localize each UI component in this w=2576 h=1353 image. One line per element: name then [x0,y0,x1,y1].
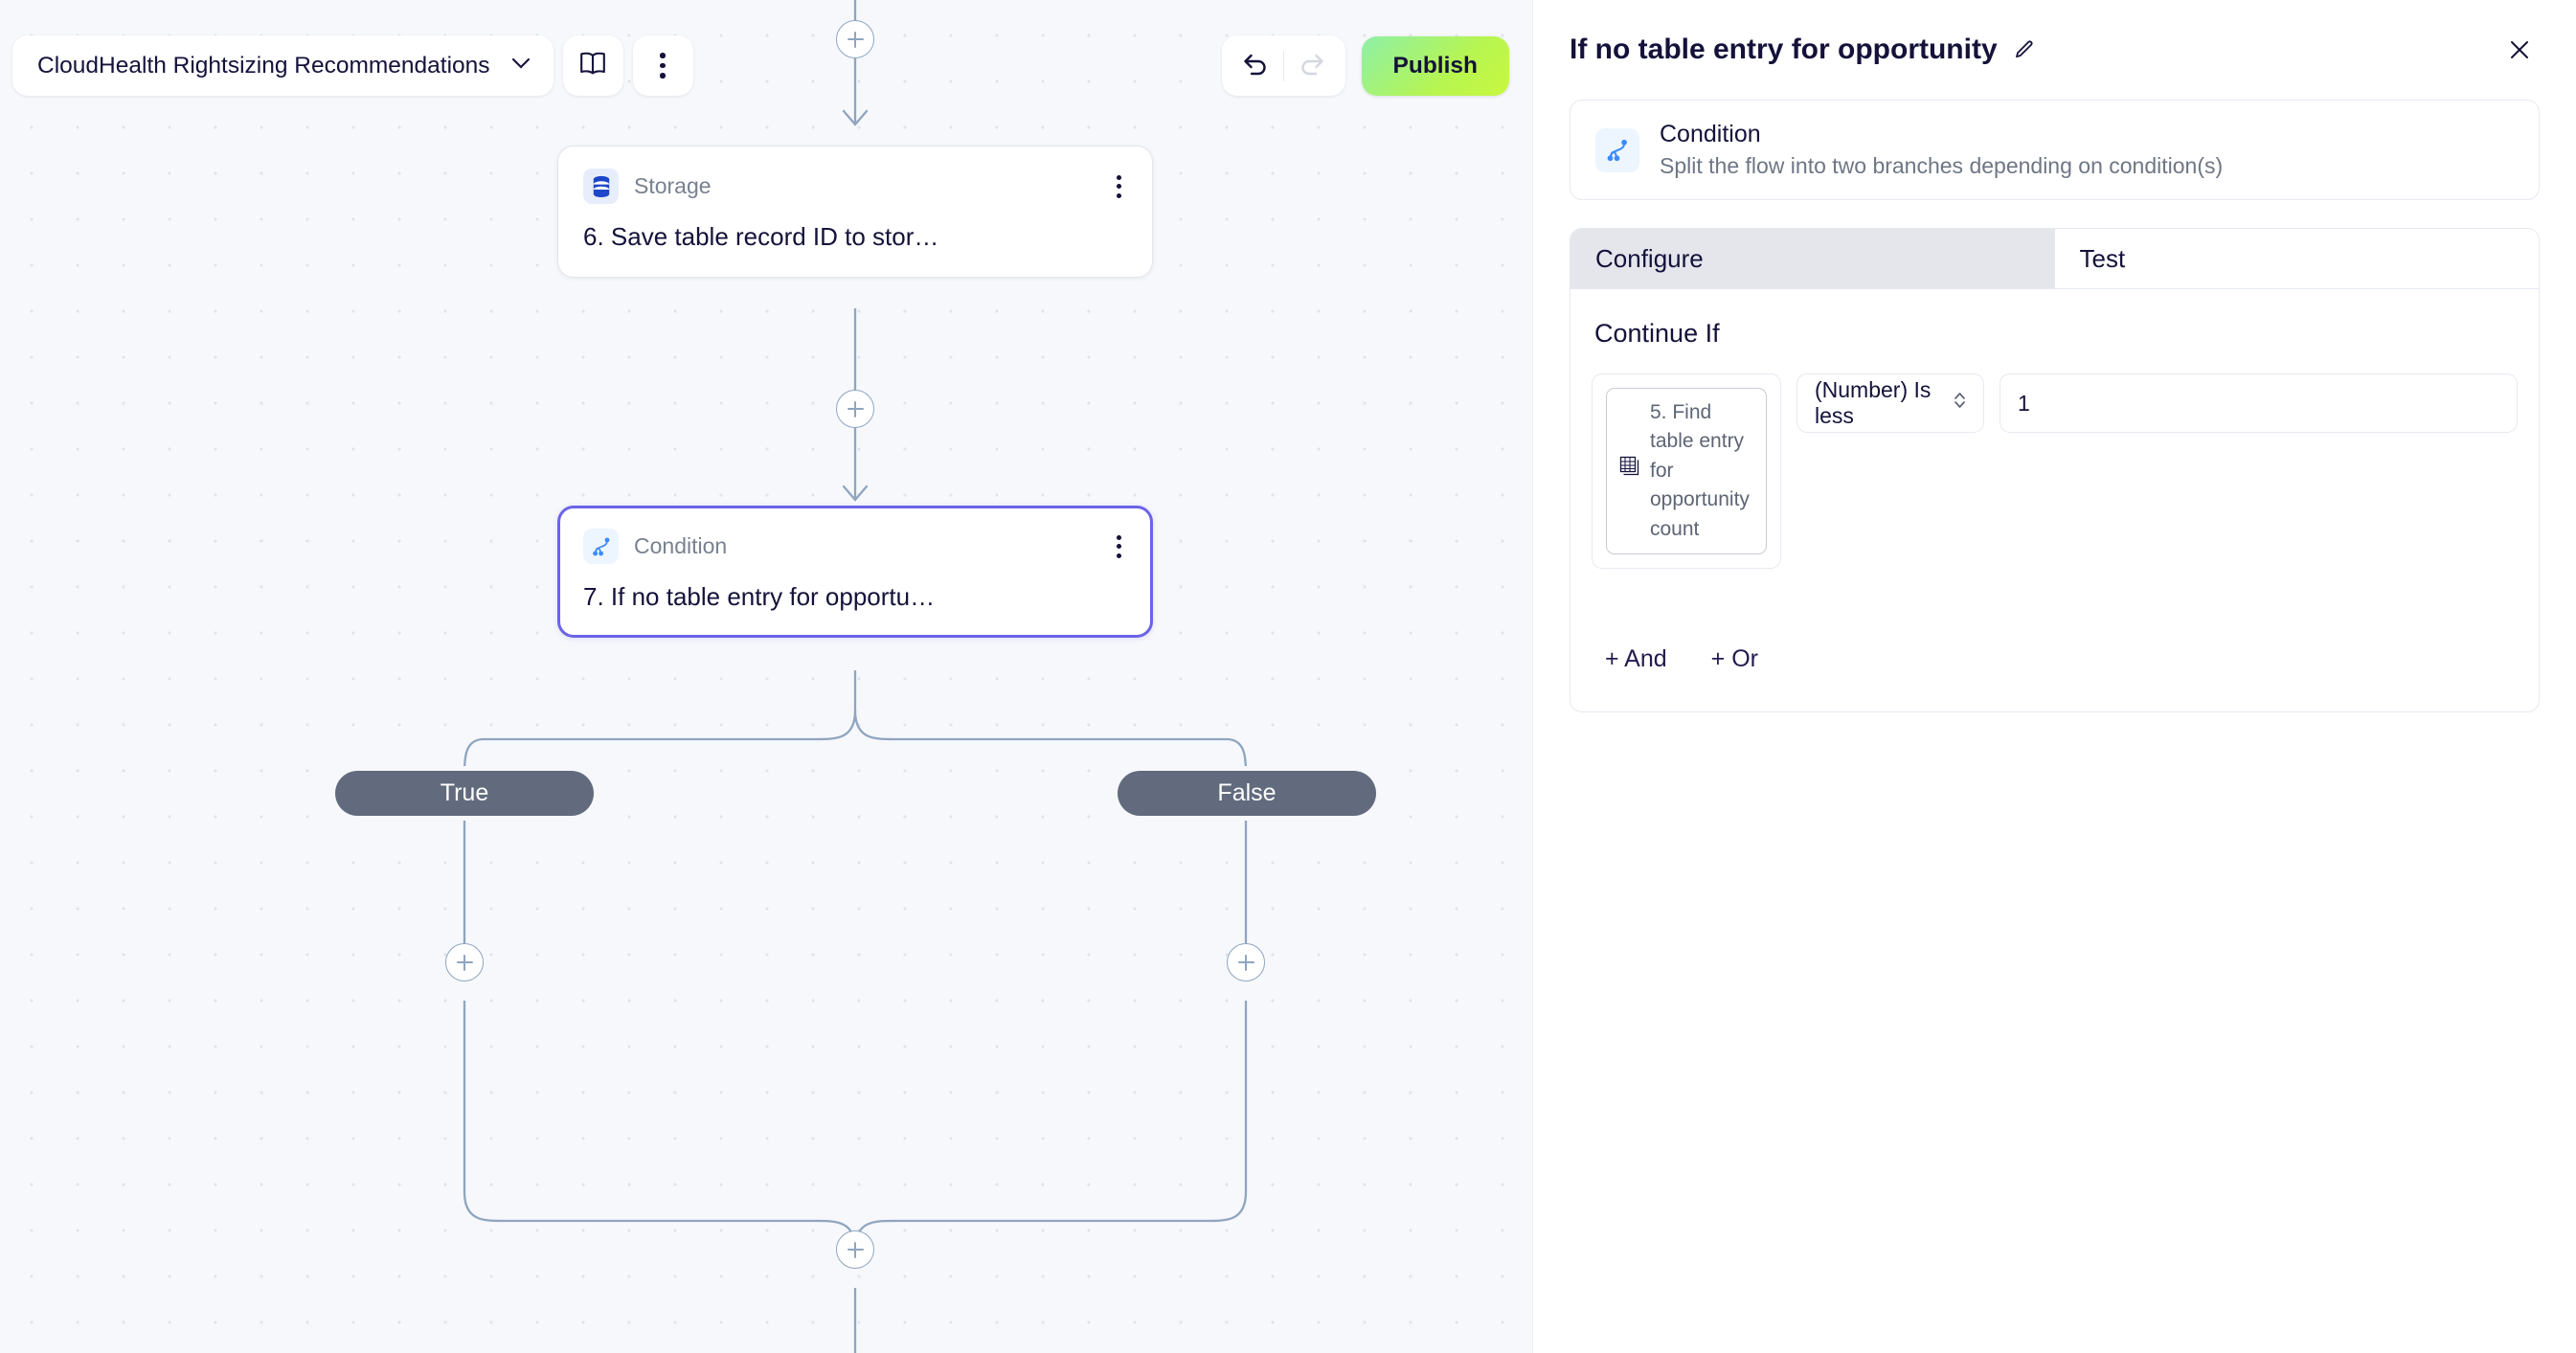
canvas-toolbar-left: CloudHealth Rightsizing Recommendations [12,35,693,96]
condition-operator-label: (Number) Is less [1815,377,1932,428]
chevron-down-icon [511,57,531,75]
node-menu-button[interactable] [1111,171,1127,202]
step-type-name: Condition [1660,121,1761,147]
redo-icon [1298,52,1326,79]
continue-if-label: Continue If [1594,319,1720,348]
condition-value-input[interactable]: 1 [2000,373,2518,433]
tab-test[interactable]: Test [2054,229,2539,288]
node-header: Storage [583,169,1127,204]
step-type-text: Condition Split the flow into two branch… [1660,121,2223,179]
workflow-name-label: CloudHealth Rightsizing Recommendations [37,52,490,79]
branch-label-true[interactable]: True [335,771,594,816]
node-menu-button[interactable] [1111,531,1127,562]
flow-canvas[interactable]: Storage 6. Save table record ID to stor… [0,0,1532,1353]
variable-token-label: 5. Find table entry for opportunity coun… [1650,401,1750,540]
publish-button[interactable]: Publish [1361,35,1509,96]
pencil-icon[interactable] [2013,38,2036,61]
node-title: 7. If no table entry for opportu… [583,582,936,611]
table-icon [1618,455,1641,486]
step-type-description: Split the flow into two branches dependi… [1660,153,2224,178]
book-icon [578,50,607,81]
panel-tabs: Configure Test [1570,229,2539,289]
condition-branch-icon [583,529,619,564]
branch-label-text: True [440,779,489,806]
close-icon[interactable] [2499,30,2540,70]
branch-label-text: False [1217,779,1277,806]
undo-redo-group [1221,35,1345,96]
step-detail-panel: If no table entry for opportunity [1532,0,2576,1353]
configure-body: Continue If 5. Find table entr [1570,289,2539,711]
add-and-button[interactable]: + And [1605,645,1667,673]
panel-title: If no table entry for opportunity [1570,34,1998,65]
variable-token[interactable]: 5. Find table entry for opportunity coun… [1606,388,1767,555]
node-kind-label: Storage [634,173,712,198]
add-or-button[interactable]: + Or [1710,645,1758,673]
node-header: Condition [583,529,1127,564]
condition-add-buttons: + And + Or [1605,645,2518,673]
tab-test-label: Test [2079,243,2126,273]
toolbar-divider [1282,50,1284,81]
workflow-name-dropdown[interactable]: CloudHealth Rightsizing Recommendations [12,35,554,96]
condition-value-text: 1 [2018,390,2030,416]
flow-node-storage[interactable]: Storage 6. Save table record ID to stor… [557,146,1153,278]
configure-container: Configure Test Continue If [1570,228,2540,713]
add-step-button-top[interactable] [836,20,874,58]
flow-node-condition[interactable]: Condition 7. If no table entry for oppor… [557,506,1153,638]
condition-left-operand-field[interactable]: 5. Find table entry for opportunity coun… [1592,373,1781,570]
node-kind-label: Condition [634,533,728,558]
condition-row: 5. Find table entry for opportunity coun… [1592,373,2518,570]
more-vertical-icon [660,53,666,79]
panel-header: If no table entry for opportunity [1570,0,2540,100]
undo-icon [1241,52,1270,79]
add-step-button-mid[interactable] [836,390,874,428]
tab-configure-label: Configure [1595,243,1704,273]
flow-edges [463,0,1248,1353]
workflow-menu-button[interactable] [632,35,693,96]
step-type-card: Condition Split the flow into two branch… [1570,100,2540,200]
canvas-toolbar-right: Publish [1221,35,1509,96]
add-step-button-true-branch[interactable] [445,943,484,981]
database-icon [583,169,619,204]
node-title: 6. Save table record ID to stor… [583,222,939,251]
condition-operator-select[interactable]: (Number) Is less [1796,373,1984,433]
redo-button[interactable] [1284,35,1340,96]
docs-button[interactable] [562,35,623,96]
tab-configure[interactable]: Configure [1570,229,2055,288]
branch-label-false[interactable]: False [1118,771,1376,816]
condition-branch-icon [1595,127,1639,172]
undo-button[interactable] [1228,35,1283,96]
add-step-button-false-branch[interactable] [1227,943,1265,981]
add-step-button-merge[interactable] [836,1230,874,1269]
chevron-updown-icon [1952,389,1968,417]
